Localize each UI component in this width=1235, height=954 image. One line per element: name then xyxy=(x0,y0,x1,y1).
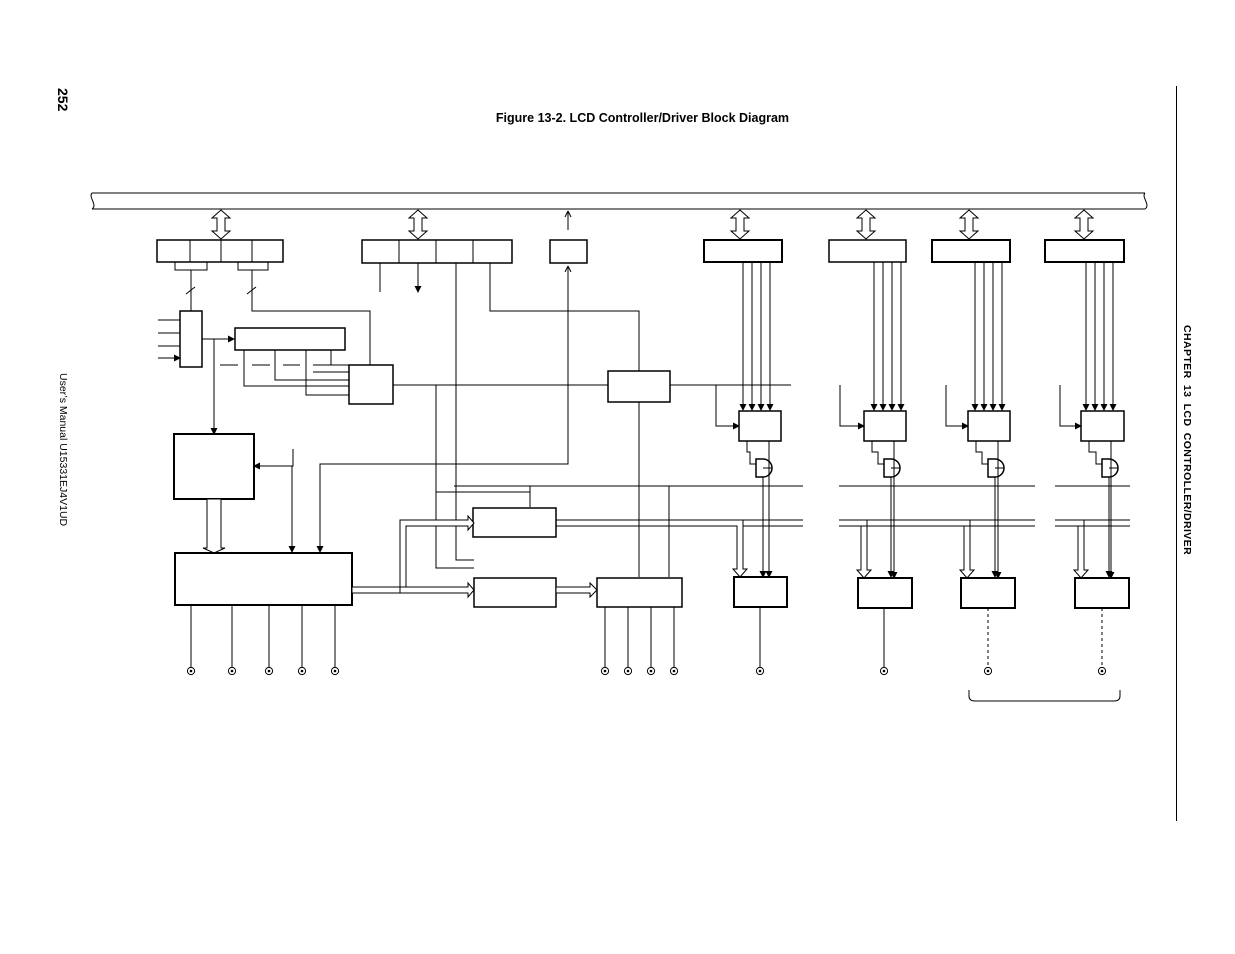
segment-channel-2 xyxy=(839,262,1023,609)
register-block-1 xyxy=(156,239,284,271)
bus-arrow xyxy=(1073,209,1095,240)
bus-arrow xyxy=(729,209,751,240)
output-pin xyxy=(879,608,889,676)
and-gate xyxy=(883,458,901,478)
latch-block xyxy=(863,410,907,442)
output-pin xyxy=(646,607,656,676)
segment-driver xyxy=(1074,577,1130,609)
output-pin xyxy=(755,607,765,676)
display-register-3 xyxy=(931,239,1011,263)
timing-section xyxy=(351,263,803,608)
segment-channels xyxy=(704,262,1130,609)
output-pins xyxy=(186,605,1107,676)
bus-arrow xyxy=(855,209,877,240)
segment-channel-1 xyxy=(704,262,788,608)
display-register-4 xyxy=(1044,239,1125,263)
control-section xyxy=(158,210,572,606)
display-register-1 xyxy=(703,239,783,263)
output-pin xyxy=(297,605,307,676)
and-gate xyxy=(987,458,1005,478)
segment-channel-4 xyxy=(1055,262,1130,609)
pin-group-brace xyxy=(968,690,1121,702)
margin-rule xyxy=(1176,86,1177,821)
internal-bus xyxy=(90,192,1148,210)
output-pin xyxy=(983,608,993,676)
register-block-2 xyxy=(361,239,513,264)
bus-arrows xyxy=(210,209,1095,240)
segment-channel-3 xyxy=(942,262,1035,609)
output-pin xyxy=(186,605,196,676)
bus-arrow xyxy=(407,209,429,240)
output-pin xyxy=(264,605,274,676)
figure-title: Figure 13-2. LCD Controller/Driver Block… xyxy=(495,111,790,125)
output-pin xyxy=(227,605,237,676)
bus-arrow xyxy=(210,209,232,240)
output-pin xyxy=(669,607,679,676)
output-pin xyxy=(600,607,610,676)
output-pin xyxy=(1097,608,1107,676)
segment-driver xyxy=(960,577,1016,609)
latch-block xyxy=(738,410,782,442)
output-pin xyxy=(330,605,340,676)
display-register-2 xyxy=(828,239,907,263)
and-gate xyxy=(755,458,773,478)
latch-block xyxy=(1080,410,1125,442)
register-block-3 xyxy=(549,239,588,264)
segment-driver xyxy=(733,576,788,608)
bus-arrow xyxy=(958,209,980,240)
output-pin xyxy=(623,607,633,676)
segment-driver xyxy=(857,577,913,609)
latch-block xyxy=(967,410,1011,442)
